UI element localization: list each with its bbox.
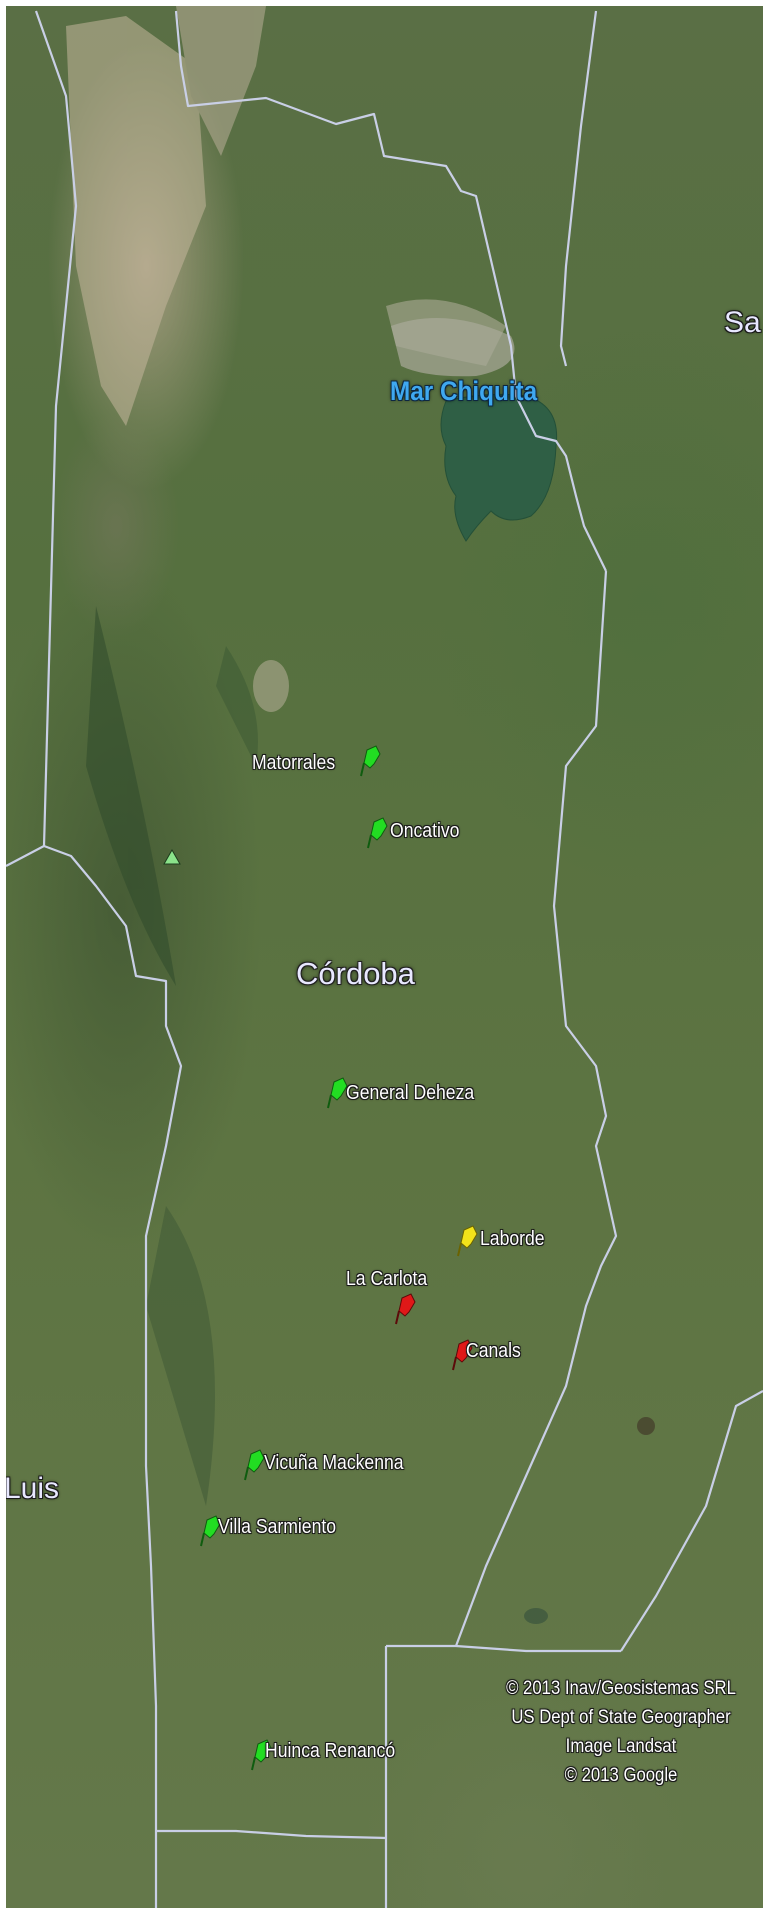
terrain-peak-icon	[163, 848, 181, 865]
place-label-huinca-renanco[interactable]: Huinca Renancó	[265, 1740, 396, 1762]
pin-general-deheza[interactable]	[327, 1077, 348, 1109]
place-label-villa-sarmiento[interactable]: Villa Sarmiento	[218, 1516, 337, 1538]
map-overlay	[6, 6, 763, 1908]
lake-label: Mar Chiquita	[390, 376, 538, 406]
pushpin-icon	[363, 745, 381, 769]
pushpin-icon	[247, 1449, 265, 1473]
pushpin-icon	[460, 1225, 478, 1249]
attribution-line: US Dept of State Geographer	[511, 1707, 731, 1728]
place-label-la-carlota[interactable]: La Carlota	[346, 1268, 428, 1290]
place-label-laborde[interactable]: Laborde	[480, 1228, 545, 1250]
attribution: © 2013 Inav/Geosistemas SRL US Dept of S…	[476, 1678, 763, 1787]
place-label-canals[interactable]: Canals	[466, 1340, 521, 1362]
pushpin-icon	[370, 817, 388, 841]
pushpin-icon	[330, 1077, 348, 1101]
attribution-line: © 2013 Inav/Geosistemas SRL	[506, 1678, 736, 1699]
pin-oncativo[interactable]	[367, 817, 388, 849]
pin-matorrales[interactable]	[360, 745, 381, 777]
pin-huinca-renanco[interactable]	[251, 1739, 272, 1771]
city-label: Córdoba	[296, 956, 415, 991]
place-label-matorrales[interactable]: Matorrales	[252, 752, 336, 774]
pin-vicuna-mackenna[interactable]	[244, 1449, 265, 1481]
pin-villa-sarmiento[interactable]	[200, 1515, 221, 1547]
pushpin-icon	[398, 1293, 416, 1317]
place-label-oncativo[interactable]: Oncativo	[390, 820, 460, 842]
satellite-map[interactable]: Mar Chiquita Córdoba Sa Luis Matorrales …	[6, 6, 763, 1908]
mar-chiquita-lake	[440, 393, 558, 542]
pin-canals[interactable]	[452, 1339, 473, 1371]
place-label-general-deheza[interactable]: General Deheza	[346, 1082, 475, 1104]
terrain-texture	[66, 6, 655, 1624]
place-label-vicuna-mackenna[interactable]: Vicuña Mackenna	[264, 1452, 404, 1474]
province-label-right: Sa	[724, 306, 761, 339]
pin-la-carlota[interactable]	[395, 1293, 416, 1325]
province-label-left: Luis	[6, 1472, 60, 1505]
province-borders	[6, 10, 763, 1908]
attribution-line: © 2013 Google	[564, 1765, 678, 1786]
pin-laborde[interactable]	[457, 1225, 478, 1257]
attribution-line: Image Landsat	[565, 1736, 677, 1757]
